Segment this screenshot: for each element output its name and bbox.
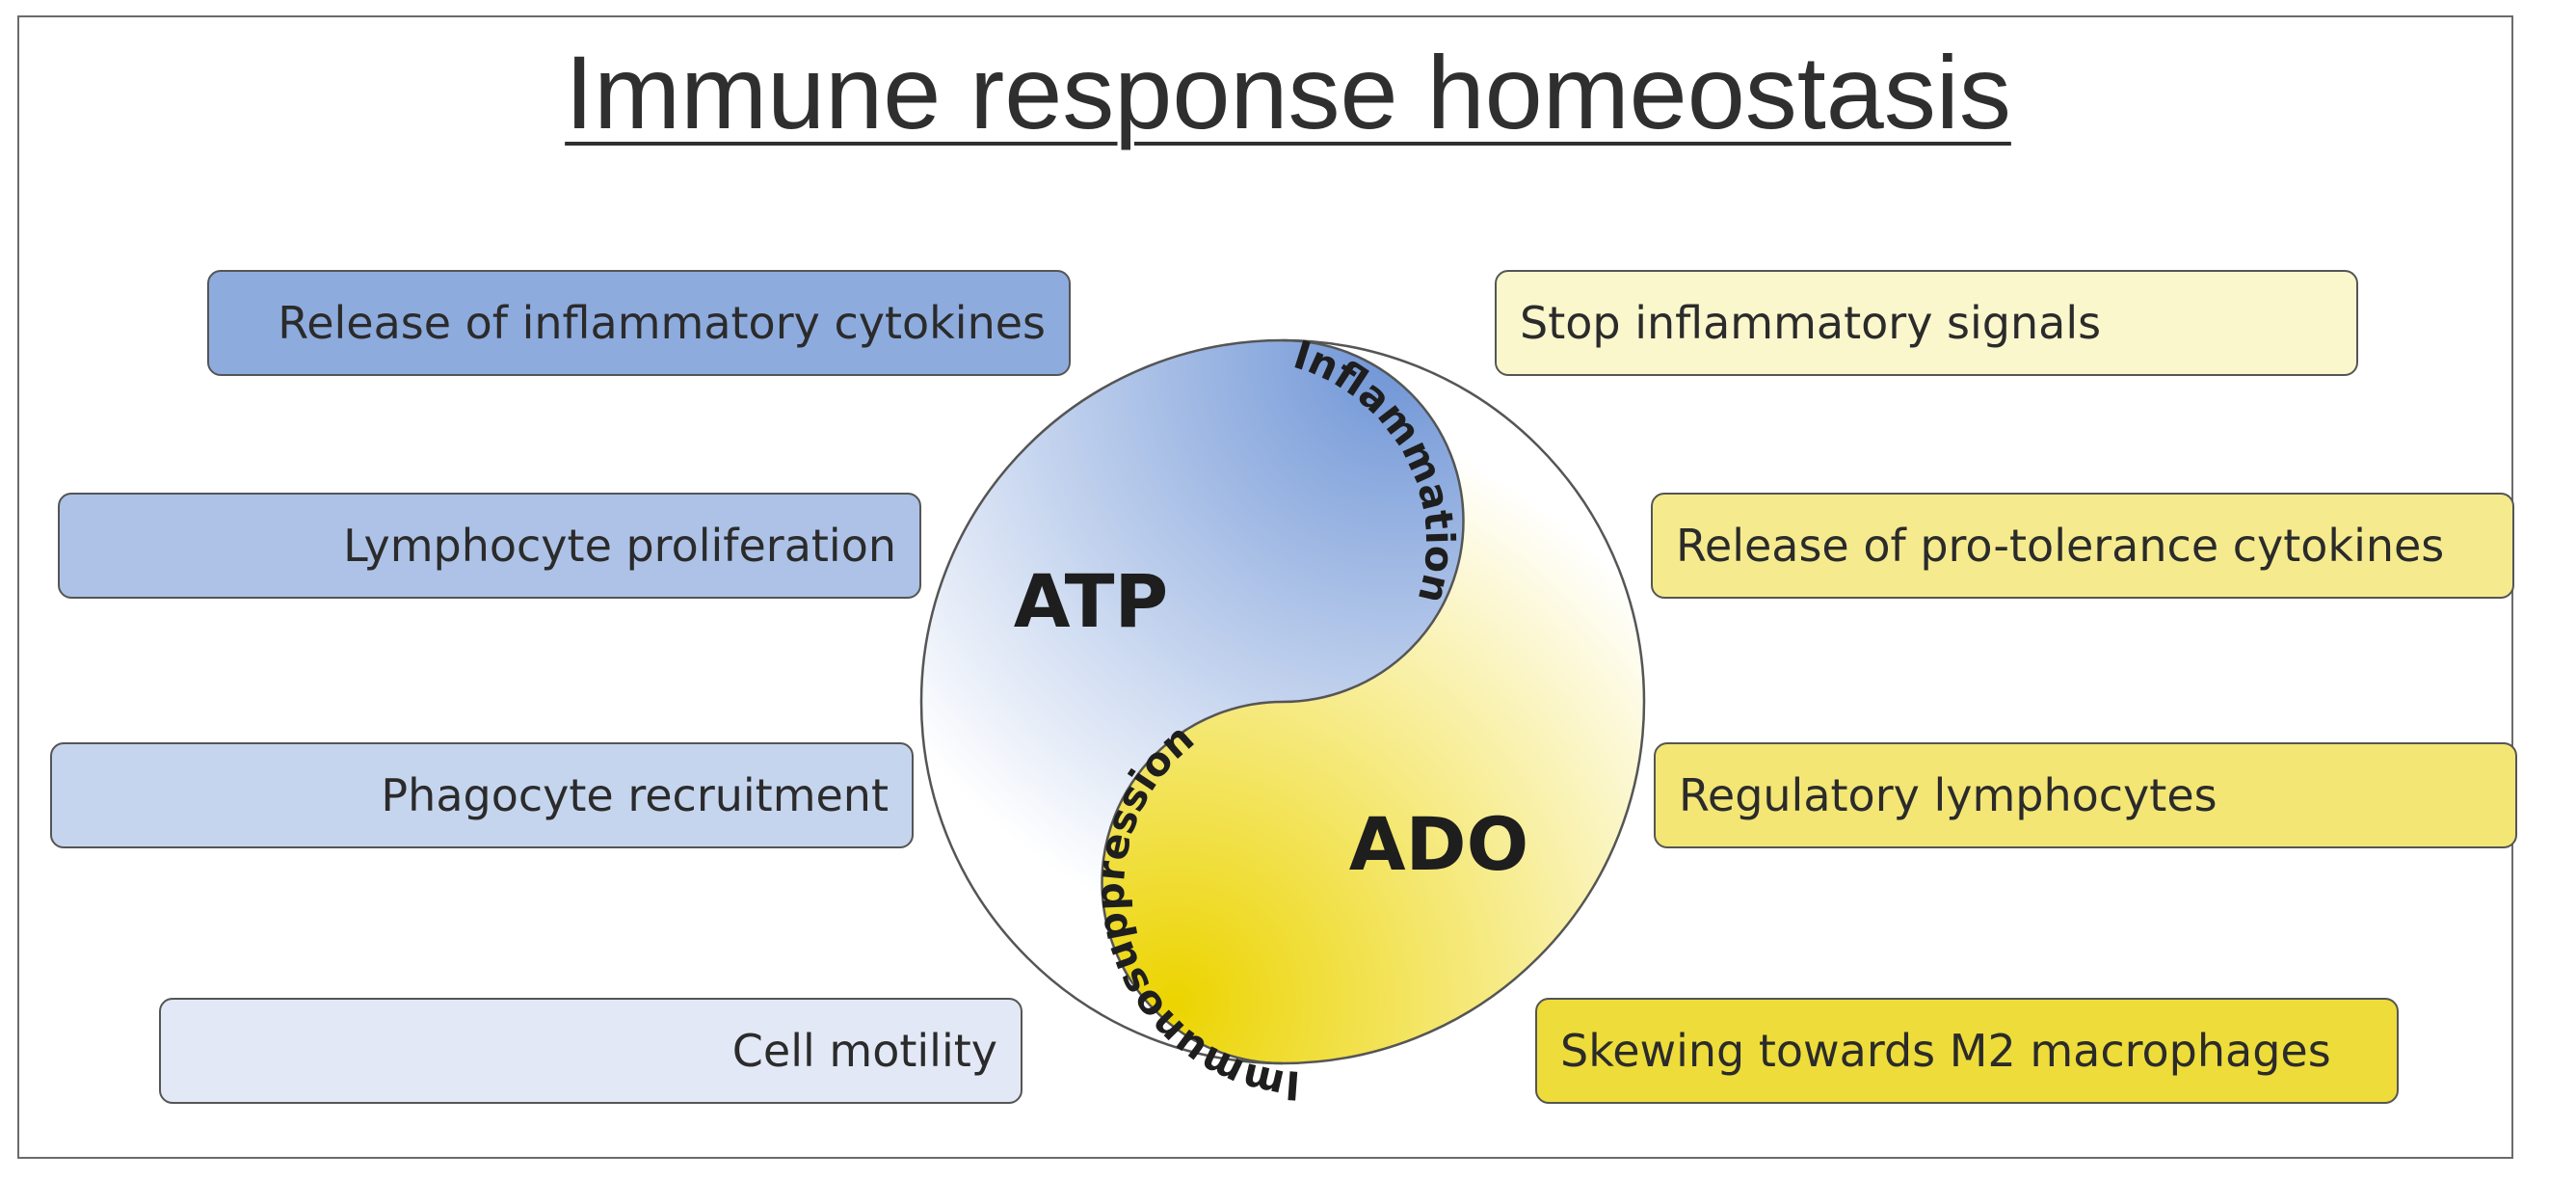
box-label: Phagocyte recruitment	[381, 769, 889, 821]
box-label: Skewing towards M2 macrophages	[1560, 1025, 2331, 1077]
box-label: Cell motility	[731, 1025, 997, 1077]
yin-yang-divider	[1101, 338, 1465, 1065]
diagram-title: Immune response homeostasis	[565, 34, 2011, 150]
left-box-inflammatory-cytokines: Release of inflammatory cytokines	[207, 270, 1071, 376]
right-box-m2-macrophages: Skewing towards M2 macrophages	[1535, 998, 2399, 1104]
yin-yang-outline	[919, 338, 1646, 1065]
right-box-stop-inflammatory-signals: Stop inflammatory signals	[1495, 270, 2358, 376]
box-label: Regulatory lymphocytes	[1679, 769, 2217, 821]
atp-label: ATP	[1014, 558, 1168, 644]
ado-half	[1102, 340, 1644, 1063]
box-label: Stop inflammatory signals	[1520, 297, 2102, 349]
box-label: Release of pro-tolerance cytokines	[1676, 520, 2445, 572]
right-box-regulatory-lymphocytes: Regulatory lymphocytes	[1654, 742, 2517, 848]
box-label: Release of inflammatory cytokines	[278, 297, 1046, 349]
box-label: Lymphocyte proliferation	[343, 520, 896, 572]
atp-half	[921, 340, 1464, 1063]
left-box-cell-motility: Cell motility	[159, 998, 1022, 1104]
right-box-pro-tolerance-cytokines: Release of pro-tolerance cytokines	[1651, 493, 2514, 599]
ado-label: ADO	[1349, 801, 1529, 887]
left-box-phagocyte-recruitment: Phagocyte recruitment	[50, 742, 914, 848]
left-box-lymphocyte-proliferation: Lymphocyte proliferation	[58, 493, 921, 599]
